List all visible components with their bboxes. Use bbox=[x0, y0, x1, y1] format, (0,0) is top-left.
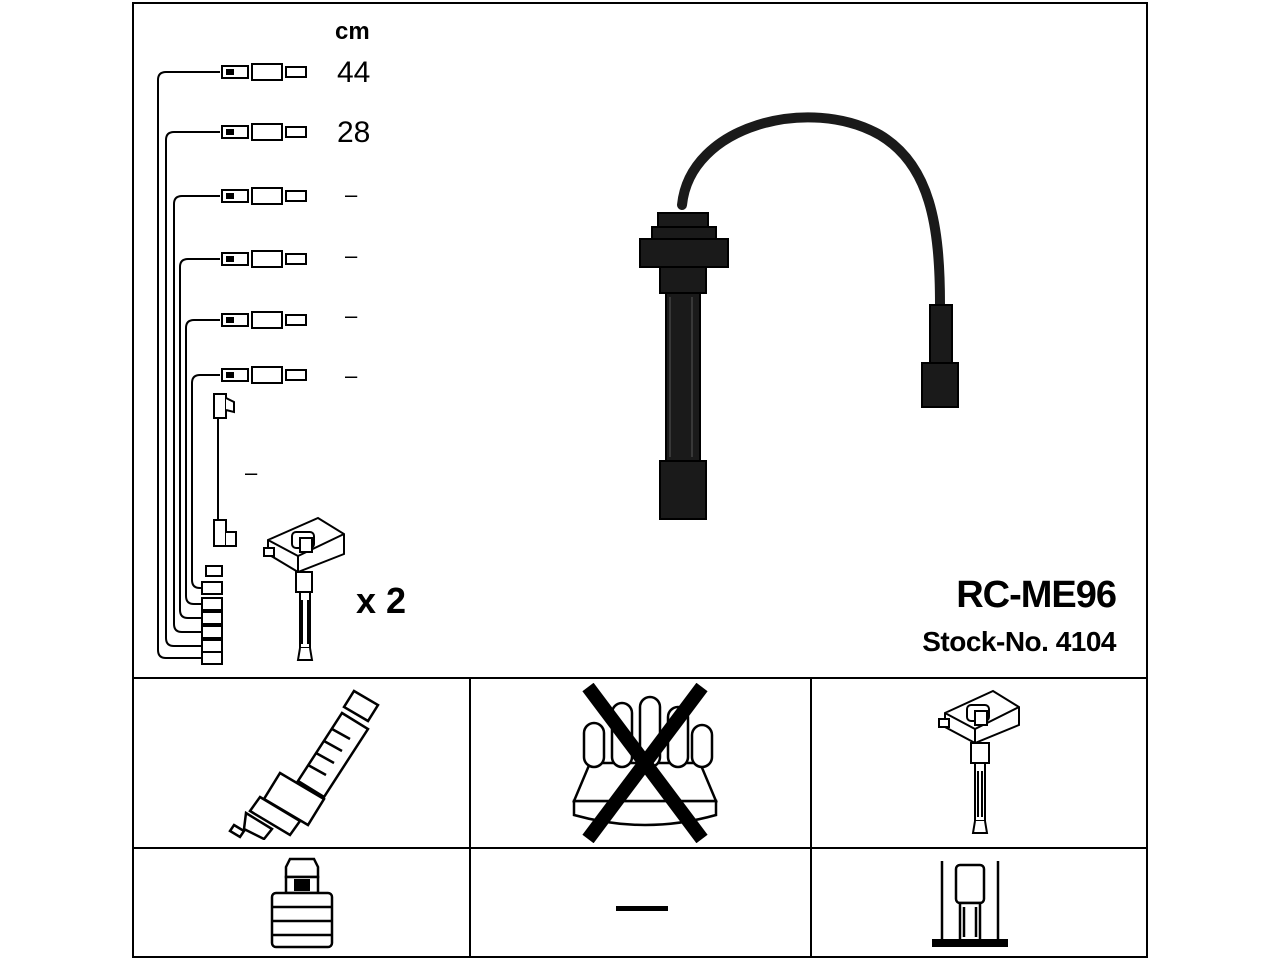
ignition-coil-icon bbox=[938, 689, 1020, 834]
cable-length-6: – bbox=[345, 363, 358, 388]
table-top-border bbox=[132, 677, 1148, 679]
cable-length-3: – bbox=[345, 182, 358, 207]
spark-plug-icon bbox=[228, 689, 380, 840]
ignition-cable-main-icon bbox=[639, 112, 959, 520]
cable-length-5: – bbox=[345, 303, 358, 328]
cable-bundle-diagram bbox=[157, 63, 307, 665]
cable-length-4: – bbox=[345, 243, 358, 268]
stock-number: Stock-No. 4104 bbox=[922, 626, 1116, 657]
cable-length-7: – bbox=[245, 460, 258, 485]
quantity-label: x 2 bbox=[356, 580, 407, 621]
table-col-divider-1 bbox=[469, 677, 471, 958]
cable-length-2: 28 bbox=[337, 116, 371, 149]
table-middle-border bbox=[132, 847, 1148, 849]
ignition-coil-small-icon bbox=[263, 516, 345, 661]
dash-icon bbox=[616, 906, 668, 911]
coil-connector-icon bbox=[932, 861, 1008, 947]
table-col-divider-2 bbox=[810, 677, 812, 958]
distributor-cap-crossed-icon bbox=[572, 683, 718, 843]
cable-length-1: 44 bbox=[337, 56, 371, 89]
diagram-frame bbox=[132, 2, 1148, 958]
model-number: RC-ME96 bbox=[956, 574, 1117, 616]
unit-label: cm bbox=[335, 18, 370, 45]
plug-connector-icon bbox=[270, 857, 334, 949]
